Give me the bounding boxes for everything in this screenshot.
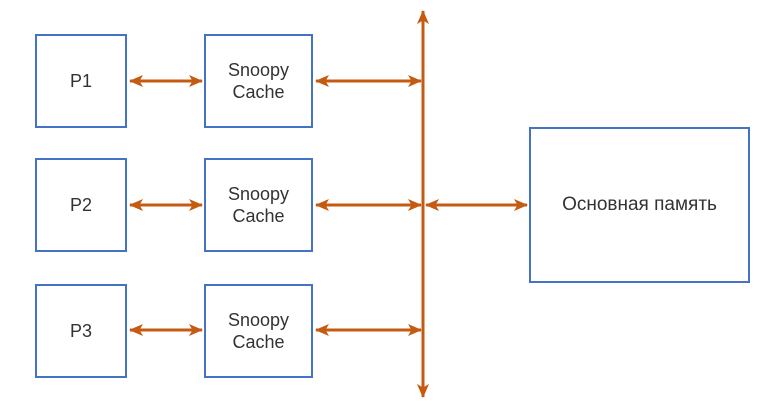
snoopy-cache-2-label: Snoopy Cache	[227, 183, 290, 227]
processor-p1-box: P1	[35, 34, 127, 128]
snoopy-cache-3-box: Snoopy Cache	[204, 284, 313, 378]
snoopy-cache-3-label: Snoopy Cache	[227, 309, 290, 353]
snoopy-cache-1-box: Snoopy Cache	[204, 34, 313, 128]
main-memory-box: Основная память	[529, 127, 750, 283]
processor-p2-label: P2	[69, 194, 93, 215]
snoopy-cache-1-label: Snoopy Cache	[227, 59, 290, 103]
processor-p1-label: P1	[69, 70, 93, 91]
processor-p3-box: P3	[35, 284, 127, 378]
main-memory-label: Основная память	[562, 194, 717, 216]
processor-p3-label: P3	[69, 320, 93, 341]
snoopy-cache-2-box: Snoopy Cache	[204, 158, 313, 252]
processor-p2-box: P2	[35, 158, 127, 252]
